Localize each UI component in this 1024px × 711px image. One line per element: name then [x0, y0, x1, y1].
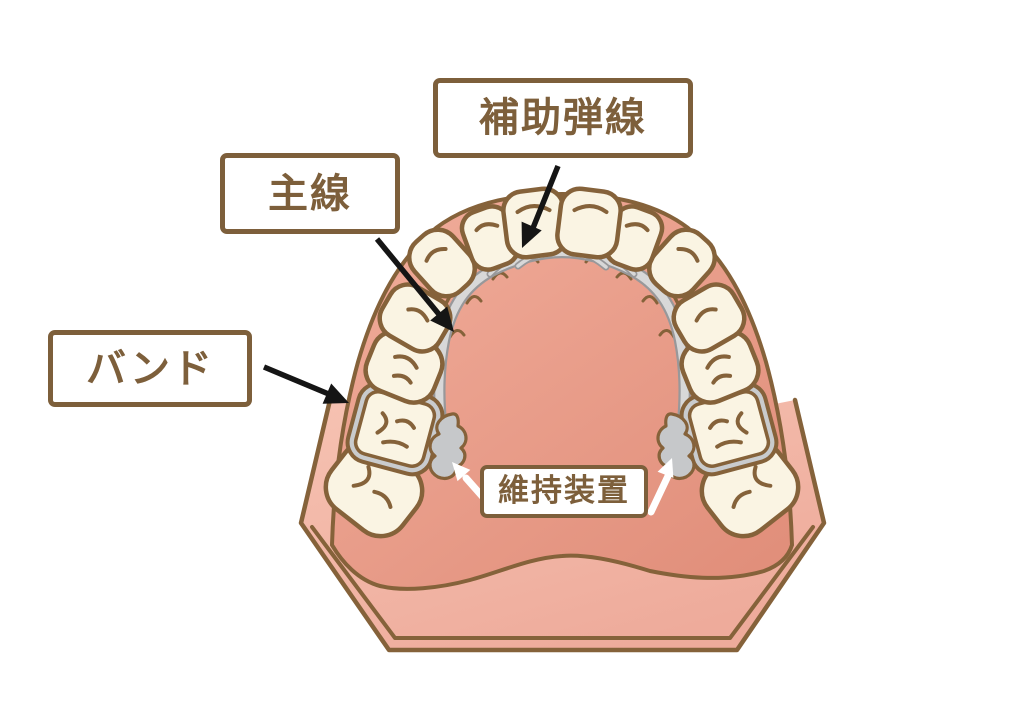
label-main-wire-text: 主線 [268, 170, 352, 217]
label-main-wire: 主線 [220, 153, 400, 234]
main-wire-arrow [374, 237, 454, 332]
main-arch-wire [433, 245, 691, 465]
base-rim-line [310, 525, 815, 640]
label-retention-device: 維持装置 [480, 465, 648, 518]
label-auxiliary-spring: 補助弾線 [433, 78, 693, 158]
retention-device-arrow-right [647, 458, 674, 516]
label-retention-device-text: 維持装置 [498, 473, 630, 509]
auxiliary-spring-arrow [521, 164, 561, 248]
label-band: バンド [48, 330, 252, 407]
band-arrow [262, 364, 349, 404]
label-auxiliary-spring-text: 補助弾線 [479, 95, 647, 141]
label-band-text: バンド [86, 345, 214, 392]
